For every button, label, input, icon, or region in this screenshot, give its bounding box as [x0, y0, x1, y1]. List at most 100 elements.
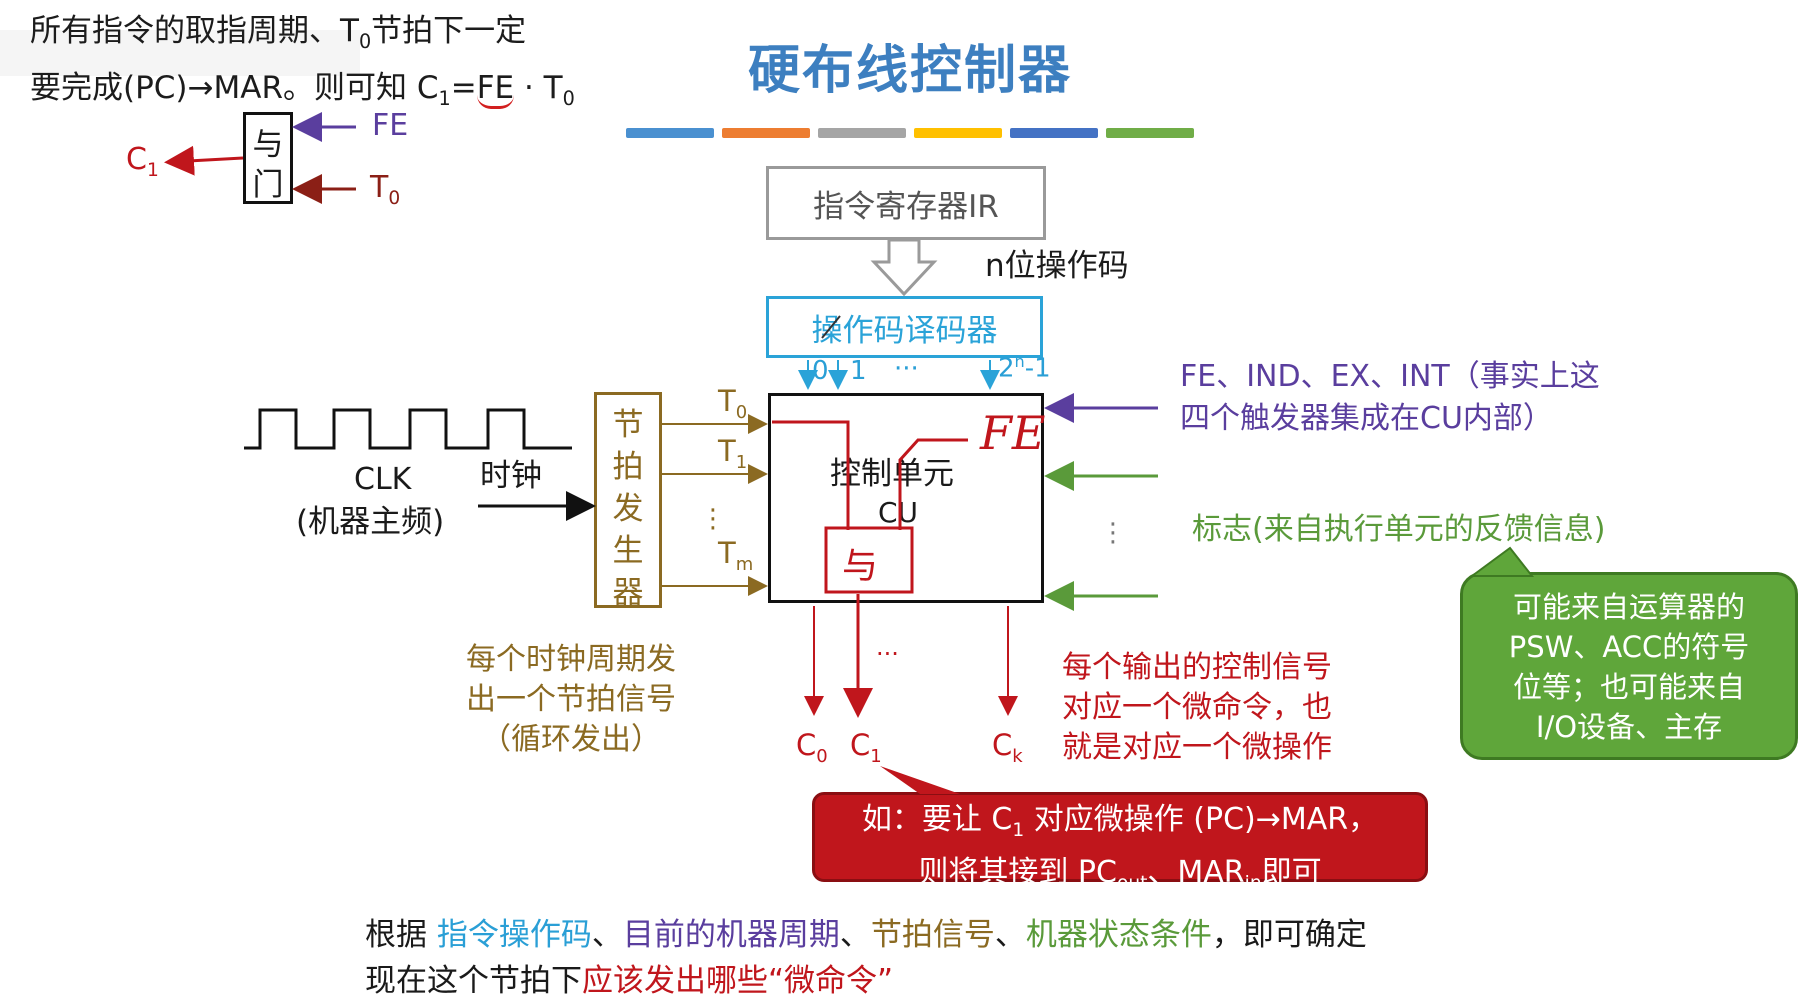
green-callout: 可能来自运算器的 PSW、ACC的符号 位等；也可能来自 I/O设备、主存 — [1460, 572, 1798, 760]
cu-output-sub: k — [1012, 745, 1023, 767]
color-bar-3 — [818, 128, 906, 138]
and-gate-input-t: T — [370, 170, 389, 205]
note-text: 要完成(PC)→MAR。则可知 C — [30, 70, 439, 107]
bottom-keyword-opcode: 指令操作码 — [436, 917, 592, 953]
opcode-label: n位操作码 — [985, 248, 1129, 284]
bottom-text: 、 — [591, 917, 623, 953]
generator-char: 发 — [612, 491, 644, 527]
cu-output-sub: 1 — [870, 745, 882, 767]
red-callout-line1: 如：要让 C1 对应微操作 (PC)→MAR， — [815, 799, 1425, 852]
red-callout: 如：要让 C1 对应微操作 (PC)→MAR， 则将其接到 PCout、MARi… — [812, 792, 1428, 894]
bottom-keyword-state: 机器状态条件 — [1025, 917, 1212, 953]
control-note-line: 对应一个微命令，也 — [1062, 690, 1332, 725]
bottom-text: 、 — [994, 917, 1026, 953]
control-note-line: 每个输出的控制信号 — [1062, 650, 1332, 685]
beat-label-dots: ⋮ — [700, 504, 726, 534]
beat-label-tm: Tm — [718, 536, 753, 575]
red-callout-sub: out — [1116, 873, 1148, 894]
decoder-label: 操作码译码器 — [811, 312, 998, 349]
decoder-last-sup: n — [1014, 352, 1025, 371]
decoder-output-1: 1 — [850, 356, 867, 386]
control-unit-box — [768, 393, 1044, 603]
note-sub: 0 — [358, 30, 372, 54]
red-callout-text: 对应微操作 (PC)→MAR， — [1024, 802, 1379, 837]
bottom-summary: 根据 指令操作码、目前的机器周期、节拍信号、机器状态条件，即可确定 现在这个节拍… — [365, 912, 1367, 1004]
ir-to-decoder-arrow — [870, 238, 938, 297]
note-sub: 1 — [438, 87, 451, 111]
note-sub: 0 — [562, 87, 575, 111]
bottom-text: ，即可确定 — [1211, 917, 1367, 953]
annotation-t0-wire — [772, 420, 850, 530]
ir-label: 指令寄存器IR — [813, 188, 999, 225]
annotation-and-gate — [824, 526, 914, 594]
red-callout-text: 则将其接到 PC — [918, 855, 1117, 890]
flags-note: 标志(来自执行单元的反馈信息) — [1192, 512, 1606, 547]
color-bar-6 — [1106, 128, 1194, 138]
red-callout-pointer — [880, 766, 960, 794]
color-bar-2 — [722, 128, 810, 138]
cu-output-dots: ··· — [876, 640, 899, 668]
generator-char: 器 — [612, 575, 644, 611]
and-output-arrow — [164, 145, 244, 176]
opcode-decoder-box: 操作码译码器 — [766, 296, 1043, 358]
green-callout-line: 可能来自运算器的 — [1512, 590, 1745, 624]
bottom-text: 现在这个节拍下 — [365, 963, 582, 999]
decoder-output-dots: ··· — [894, 354, 919, 384]
green-callout-pointer — [1468, 546, 1535, 577]
and-gate-output-c: C — [126, 142, 147, 177]
beat-t: T — [718, 434, 736, 468]
top-note-line2: 要完成(PC)→MAR。则可知 C1=FE · T0 — [30, 65, 575, 122]
color-bar-4 — [914, 128, 1002, 138]
beat-sub: 0 — [735, 401, 748, 423]
red-callout-line2: 则将其接到 PCout、MARin即可 — [815, 852, 1425, 905]
red-callout-sub: in — [1244, 873, 1262, 894]
flipflop-note-line: 四个触发器集成在CU内部） — [1180, 401, 1553, 436]
bottom-summary-line2: 现在这个节拍下应该发出哪些“微命令” — [365, 958, 1367, 1004]
and-gate-output-sub: 1 — [146, 160, 159, 181]
cu-abbr: CU — [878, 496, 919, 529]
and-gate-input-fe: FE — [372, 108, 409, 143]
annotation-fe-wire — [898, 438, 968, 530]
green-callout-line: PSW、ACC的符号 — [1508, 630, 1750, 664]
clk-label: CLK — [354, 462, 412, 497]
beat-note-line: （循环发出） — [481, 722, 661, 757]
color-bar-1 — [626, 128, 714, 138]
cu-output-c: C — [796, 728, 817, 762]
generator-char: 节 — [612, 407, 644, 443]
beat-sub: m — [735, 553, 754, 575]
cu-output-c0: C0 — [796, 728, 828, 767]
bottom-keyword-cycle: 目前的机器周期 — [622, 917, 840, 953]
and-gate: 与 门 — [243, 112, 293, 204]
pen-mark — [821, 315, 841, 339]
bottom-text: 、 — [839, 917, 871, 953]
and-gate-input-sub: 0 — [388, 188, 401, 209]
flipflop-note-line: FE、IND、EX、INT（事实上这 — [1180, 359, 1600, 394]
green-callout-line: I/O设备、主存 — [1535, 710, 1723, 744]
bottom-keyword-beat: 节拍信号 — [870, 917, 995, 953]
cu-input-dots: ⋮ — [1100, 518, 1126, 548]
annotation-and-gate-mark: 与 — [842, 546, 878, 587]
generator-char: 生 — [612, 533, 644, 569]
beat-sub: 1 — [735, 451, 748, 473]
bottom-summary-line1: 根据 指令操作码、目前的机器周期、节拍信号、机器状态条件，即可确定 — [365, 912, 1367, 958]
cu-output-c: C — [992, 728, 1013, 762]
note-fe-underlined: FE — [476, 70, 515, 110]
bottom-keyword-microcommand: 应该发出哪些“微命令” — [582, 963, 894, 999]
cu-output-ck: Ck — [992, 728, 1023, 767]
cu-output-c1: C1 — [850, 728, 882, 767]
bottom-text: 根据 — [365, 917, 437, 953]
and-gate-output-label: C1 — [126, 142, 159, 182]
clk-sublabel: (机器主频) — [296, 504, 445, 540]
top-note-line1: 所有指令的取指周期、T0节拍下一定 — [30, 8, 575, 65]
cu-output-c: C — [850, 728, 871, 762]
red-callout-text: 、MAR — [1147, 855, 1245, 890]
beat-note-line: 出一个节拍信号 — [466, 682, 676, 717]
page-title: 硬布线控制器 — [748, 41, 1073, 101]
and-gate-char: 与 — [252, 127, 284, 163]
green-callout-line: 位等；也可能来自 — [1512, 670, 1745, 704]
note-text: 所有指令的取指周期、T — [30, 13, 359, 49]
control-note-line: 就是对应一个微操作 — [1062, 730, 1332, 765]
color-bar-5 — [1010, 128, 1098, 138]
top-note: 所有指令的取指周期、T0节拍下一定 要完成(PC)→MAR。则可知 C1=FE … — [30, 8, 575, 122]
